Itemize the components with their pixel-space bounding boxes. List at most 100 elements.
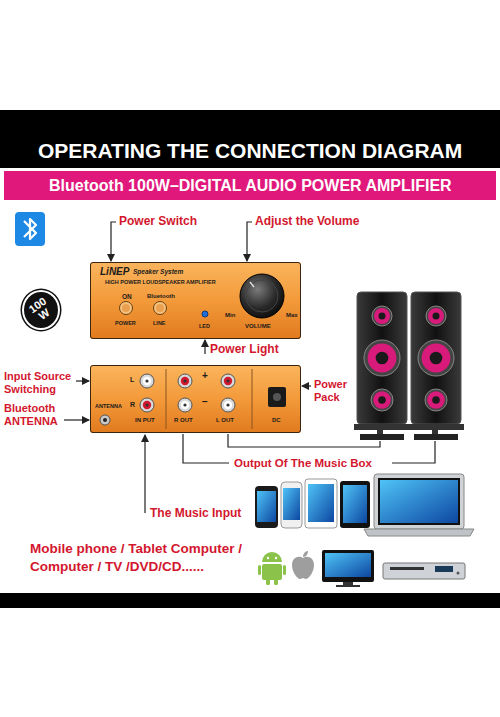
bluetooth-icon [15, 212, 45, 246]
rca-jacks [226, 403, 229, 406]
jack-label: L OUT [216, 417, 234, 424]
devices [283, 488, 300, 520]
back-panel-art [100, 415, 110, 425]
jack-label: R OUT [174, 417, 193, 424]
rca-jacks [183, 379, 186, 382]
rca-jacks [221, 398, 235, 412]
devices [340, 481, 370, 528]
speakers [379, 313, 386, 320]
rca-jacks [178, 374, 192, 388]
devices [257, 491, 276, 522]
callout-label: Bluetooth ANTENNA [4, 402, 82, 427]
title-bar [0, 110, 500, 168]
platform-icons [258, 550, 465, 587]
rca-jacks [140, 374, 235, 412]
front-panel-art [90, 262, 301, 339]
back-panel-art [90, 365, 301, 433]
leader-lines [183, 434, 229, 463]
rca-jacks [178, 398, 192, 412]
speakers [426, 306, 446, 326]
devices [364, 529, 474, 536]
jack-label: IN PUT [135, 417, 155, 424]
button-label: ON [122, 293, 132, 300]
rca-jacks [143, 377, 151, 385]
rca-jacks [145, 403, 148, 406]
front-panel-art [120, 302, 133, 315]
rca-jacks [181, 377, 189, 385]
platform-icons [343, 582, 353, 585]
title-text: OPERATING THE CONNECTION DIAGRAM [38, 139, 462, 162]
devices [308, 484, 334, 522]
leader-lines [64, 419, 89, 420]
rca-jacks [145, 379, 148, 382]
speakers [368, 344, 397, 373]
back-panel-art [273, 393, 281, 401]
devices [343, 485, 367, 523]
footer-bar [0, 593, 500, 608]
rca-jacks [224, 377, 232, 385]
speakers [428, 308, 444, 324]
rca-jacks [140, 374, 154, 388]
button-label: Bluetooth [147, 293, 175, 300]
rca-jacks [221, 374, 235, 388]
leader-lines [144, 435, 145, 513]
device-list: Mobile phone / Tablet Computer / Compute… [30, 540, 265, 576]
jack-label: DC [272, 417, 281, 424]
bluetooth-icon [15, 212, 45, 246]
callout-label: The Music Input [150, 507, 241, 521]
devices [255, 486, 278, 528]
brand-logo: LiNEP [100, 266, 129, 277]
platform-icons [325, 553, 371, 577]
front-panel-art [156, 304, 164, 312]
speakers [432, 430, 438, 434]
leader-lines [228, 434, 380, 447]
speakers [432, 396, 440, 404]
platform-icons [258, 565, 261, 575]
button-label: LINE [153, 320, 166, 326]
back-panel-art [103, 418, 107, 422]
platform-icons [262, 564, 282, 580]
platform-icons [292, 557, 314, 579]
polarity-sign: + [202, 370, 208, 381]
rca-jacks [183, 403, 186, 406]
platform-icons [336, 585, 360, 587]
brand-name: Speaker System [133, 268, 183, 275]
jack-label: L [130, 376, 134, 384]
speakers [377, 430, 383, 434]
bluetooth-icon [24, 219, 36, 239]
callout-label: Power Switch [119, 215, 197, 229]
speakers [357, 292, 407, 424]
leader-lines [64, 222, 435, 513]
platform-icons [457, 572, 460, 575]
back-panel: LRIN PUTANTENNA+−R OUTL OUTDC [90, 365, 301, 433]
speakers [378, 396, 386, 404]
rca-jacks [226, 379, 229, 382]
speakers [354, 292, 464, 440]
leader-lines [392, 441, 435, 463]
platform-icons [275, 557, 277, 559]
devices [305, 479, 337, 528]
button-label: POWER [115, 320, 136, 326]
leader-lines [76, 380, 89, 381]
leader-lines [111, 222, 116, 261]
devices [255, 474, 474, 536]
speakers [427, 391, 445, 409]
front-panel-art [250, 282, 254, 287]
scale-label: Min [225, 312, 235, 319]
speakers [408, 424, 464, 430]
platform-icons [266, 579, 270, 585]
devices [380, 480, 458, 523]
platform-icons [274, 579, 278, 585]
platform-icons [322, 550, 374, 582]
polarity-sign: − [202, 396, 208, 407]
back-panel-art [268, 387, 286, 407]
node-text: 100 W [24, 294, 58, 327]
speakers [372, 306, 392, 326]
callout-label: Output Of The Music Box [234, 457, 372, 470]
rca-jacks [181, 401, 189, 409]
devices [281, 482, 302, 528]
leader-lines [302, 385, 311, 386]
speakers [376, 352, 389, 365]
